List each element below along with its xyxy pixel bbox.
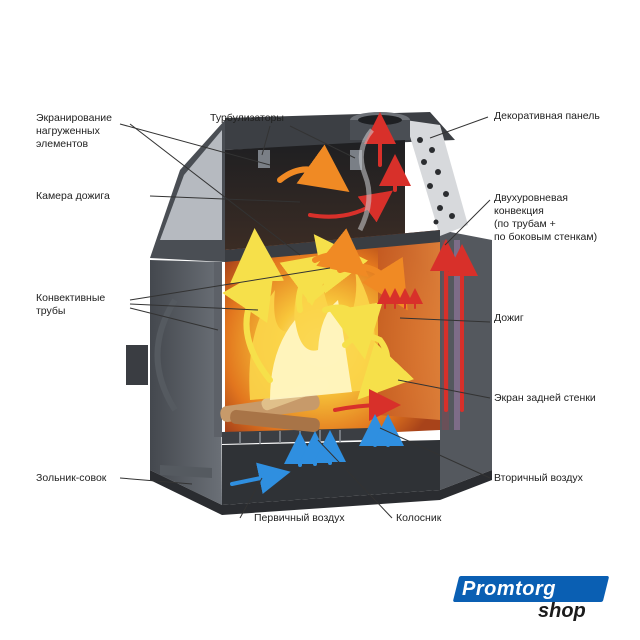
promtorg-shop-logo: Promtorg shop — [446, 572, 616, 628]
label-back-wall-screen: Экран задней стенки — [494, 392, 596, 404]
logo-text-top: Promtorg — [462, 578, 556, 600]
red-flow-arrows — [308, 112, 478, 422]
smoke — [357, 128, 374, 232]
decorative-panel — [405, 120, 468, 236]
label-secondary-air: Вторичный воздух — [494, 472, 583, 484]
label-grate: Колосник — [396, 512, 442, 524]
blue-flow-arrows — [230, 414, 404, 494]
leader-lines — [119, 116, 491, 519]
label-decor-panel: Декоративная панель — [494, 110, 600, 122]
label-two-level-convection: Двухуровневая конвекция (по трубам + по … — [494, 192, 598, 243]
ash-scoop — [160, 465, 212, 478]
label-ash-scoop: Зольник-совок — [36, 472, 107, 484]
label-afterburn: Дожиг — [494, 312, 524, 324]
orange-flow-arrows — [277, 144, 408, 311]
label-convection-tubes: Конвективные трубы — [36, 292, 106, 317]
label-screening: Экранирование нагруженных элементов — [36, 112, 112, 150]
label-turbulators: Турбулизаторы — [210, 112, 284, 124]
back-wall-screen — [378, 236, 440, 420]
logo-text-bottom: shop — [538, 600, 586, 622]
door-handle — [154, 298, 178, 412]
label-afterburn-chamber: Камера дожига — [36, 190, 110, 202]
door-hinge — [126, 345, 148, 385]
label-primary-air: Первичный воздух — [254, 512, 345, 524]
